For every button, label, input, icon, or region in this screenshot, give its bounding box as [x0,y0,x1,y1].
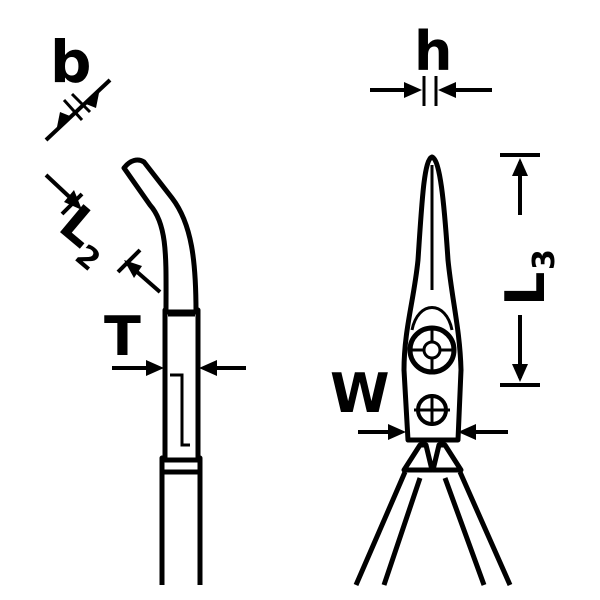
w-dimension [358,424,508,440]
l2-dimension [44,173,162,294]
label-h: h [414,20,452,83]
label-l2: L 2 [49,194,111,279]
front-view-plier-icon [353,154,513,587]
label-b: b [50,28,92,96]
l3-dimension [500,153,540,387]
h-dimension [370,76,492,106]
side-view-plier-icon [121,157,203,585]
label-w: W [330,362,390,425]
label-t: T [104,305,141,368]
label-l3-main: L [494,272,557,306]
b-dimension [44,78,112,142]
label-l3-sub: 3 [527,249,562,270]
label-l3: L 3 [494,249,562,306]
t-dimension [112,360,246,376]
